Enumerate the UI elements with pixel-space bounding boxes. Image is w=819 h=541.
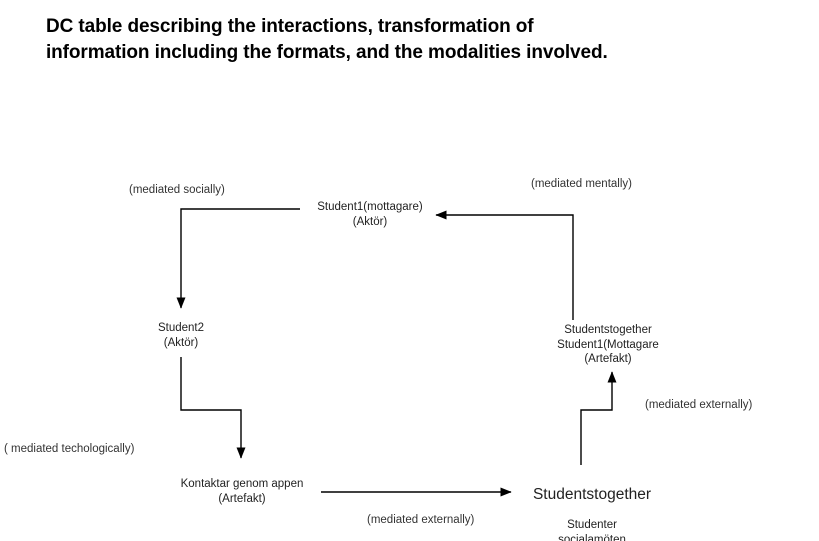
edge-student1-to-student2 [176, 208, 300, 309]
page-title: DC table describing the interactions, tr… [46, 16, 608, 63]
edge-artefakt-to-student1 [435, 210, 574, 320]
node-studentstogether-app-subtext: Studenter socialamöten (Artefakt) [558, 519, 626, 541]
node-kontaktar-genom-appen: Kontaktar genom appen (Artefakt) [180, 478, 304, 505]
label-mediated-socially: (mediated socially) [129, 184, 225, 196]
node-studentstogether-artefakt: Studentstogether Student1(Mottagare (Art… [557, 324, 659, 365]
label-mediated-mentally: (mediated mentally) [531, 178, 632, 190]
node-studentstogether-app: Studentstogether Studenter socialamöten … [512, 470, 672, 541]
node-studentstogether-app-heading: Studentstogether [532, 485, 652, 503]
label-mediated-externally-right: (mediated externally) [645, 399, 753, 411]
label-mediated-externally-bottom: (mediated externally) [367, 514, 475, 526]
node-student2: Student2 (Aktör) [157, 322, 205, 349]
node-student1: Student1(mottagare) (Aktör) [317, 201, 423, 228]
edge-student2-to-kontaktar [180, 357, 246, 459]
edge-app-to-artefakt [580, 371, 617, 465]
label-mediated-technologically: ( mediated techologically) [4, 443, 135, 455]
